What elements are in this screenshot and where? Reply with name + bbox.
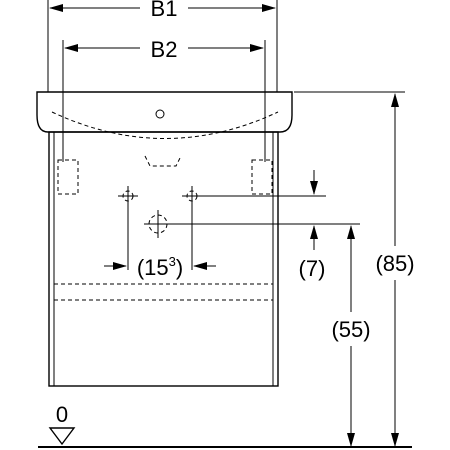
washbasin-outline — [36, 91, 293, 133]
dim-55-arrow-top — [347, 225, 355, 239]
b1-arrow-right — [262, 4, 276, 12]
dim-15-label: (153) — [137, 254, 183, 280]
dim-15-arrow-left — [113, 262, 127, 270]
connection-points — [118, 186, 202, 238]
dim-7-arrow-top — [310, 181, 318, 195]
floor-level-triangle-icon — [48, 427, 76, 446]
dim-7-dimension: (7) — [172, 170, 360, 281]
washbasin — [36, 91, 293, 167]
basin-inner-contour — [51, 111, 279, 139]
drain-outlet — [144, 155, 182, 167]
dim-85-dimension: (85) — [294, 91, 415, 447]
water-connection-right-icon — [182, 186, 202, 206]
cabinet-body — [48, 131, 279, 387]
floor-level: 0 — [38, 402, 412, 448]
wall-bracket-left — [57, 159, 79, 195]
dim-85-arrow-bottom — [391, 433, 399, 447]
floor-zero-label: 0 — [56, 402, 68, 427]
dim-15-arrow-right — [193, 262, 207, 270]
b1-dimension: B1 — [47, 0, 278, 92]
b1-label: B1 — [151, 0, 178, 21]
dim-15-dimension: (153) — [104, 206, 216, 280]
dim-7-label: (7) — [299, 256, 326, 281]
b2-arrow-left — [64, 44, 78, 52]
wall-bracket-right — [251, 159, 273, 195]
tap-hole-icon — [155, 109, 165, 119]
dim-55-arrow-bottom — [347, 433, 355, 447]
water-connection-left-icon — [118, 186, 138, 206]
b1-arrow-left — [49, 4, 63, 12]
dim-55-label: (55) — [331, 317, 370, 342]
dim-7-arrow-bottom — [310, 225, 318, 239]
waste-connection-icon — [144, 210, 172, 238]
b2-dimension: B2 — [62, 37, 266, 162]
vanity-unit — [48, 131, 279, 387]
b2-label: B2 — [151, 37, 178, 62]
b2-arrow-right — [250, 44, 264, 52]
dim-85-arrow-top — [391, 93, 399, 107]
dim-85-label: (85) — [375, 251, 414, 276]
dim-55-dimension: (55) — [331, 225, 371, 447]
